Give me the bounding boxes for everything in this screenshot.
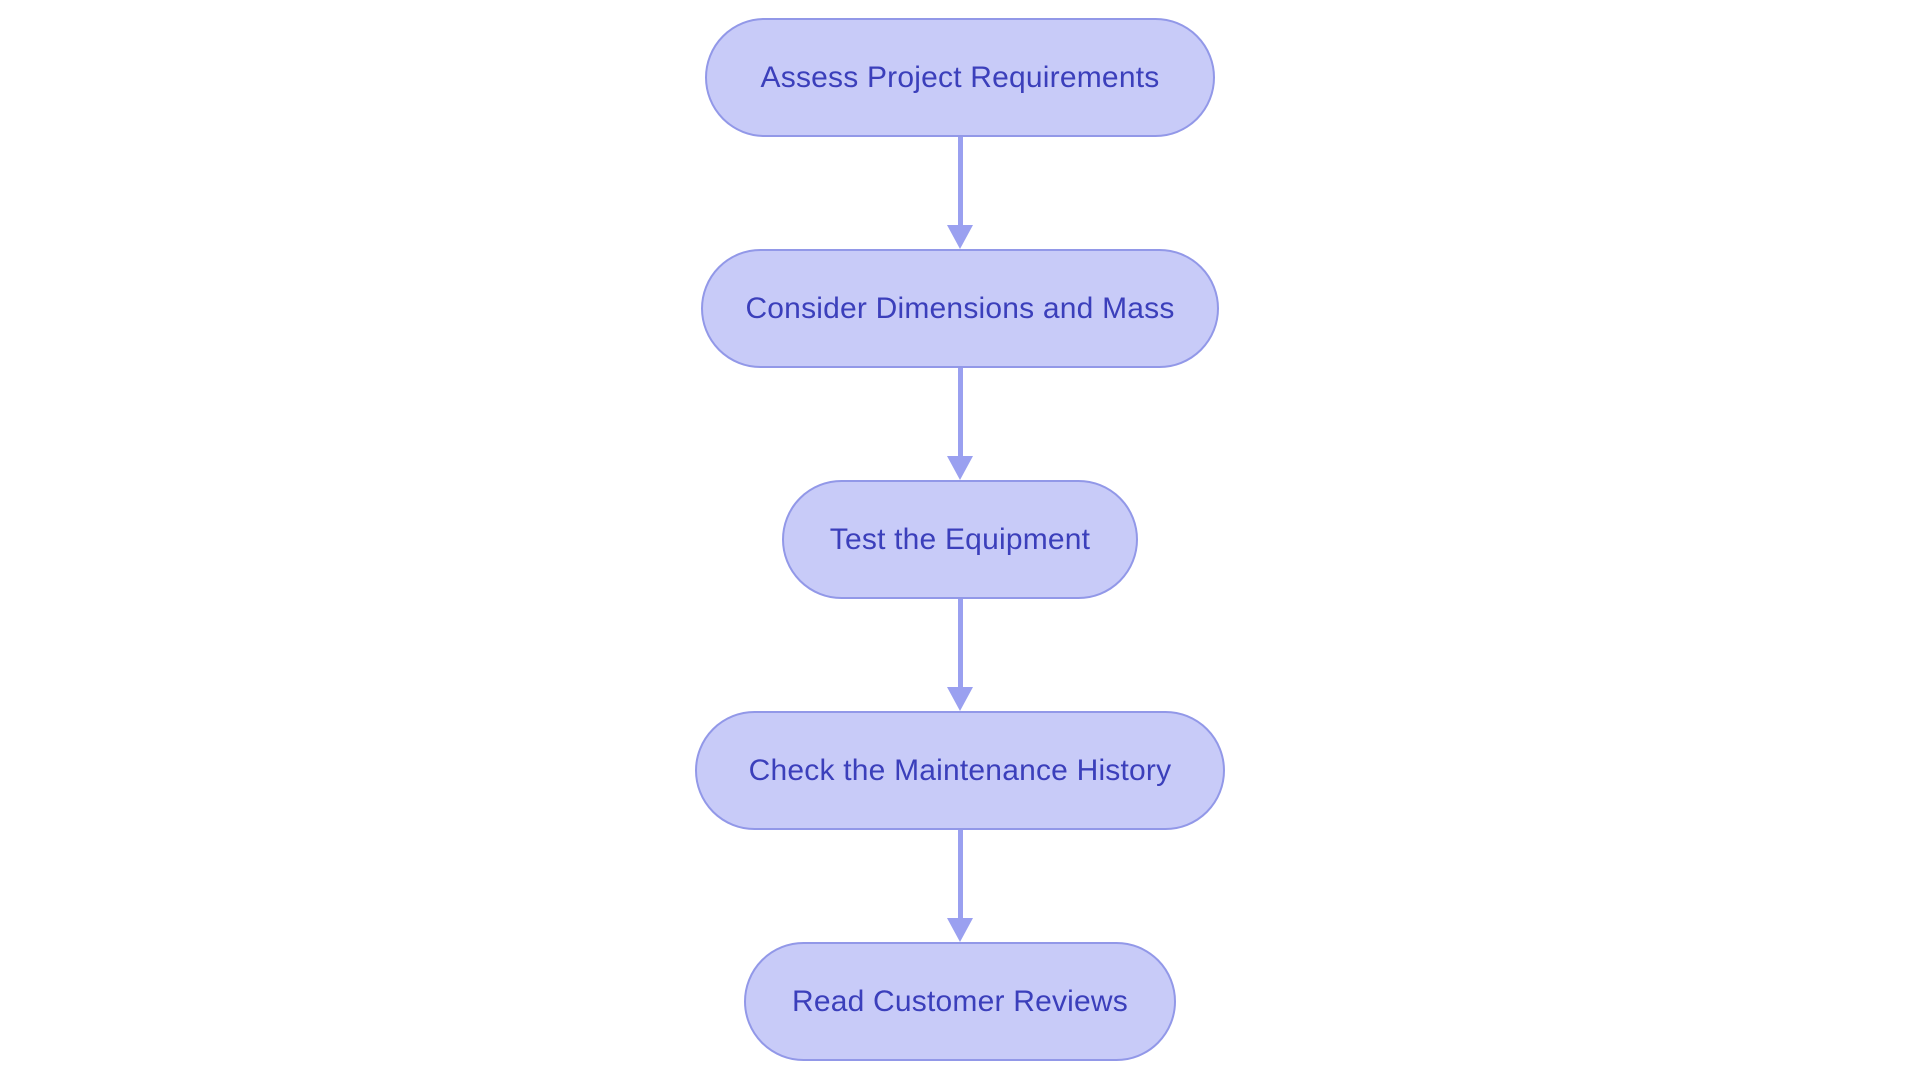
flow-node-read-customer-reviews: Read Customer Reviews [744,942,1176,1061]
arrow-down-icon [947,687,973,711]
flow-node-label: Read Customer Reviews [792,984,1128,1018]
flow-node-label: Assess Project Requirements [760,60,1160,94]
arrow-line [957,599,963,687]
flow-node-test-the-equipment: Test the Equipment [782,480,1138,599]
flow-edge-n1-n2 [945,137,975,249]
flow-node-check-the-maintenance-history: Check the Maintenance History [695,711,1225,830]
arrow-down-icon [947,456,973,480]
flow-edge-n2-n3 [945,368,975,480]
arrow-down-icon [947,225,973,249]
arrow-line [957,137,963,225]
arrow-line [957,830,963,918]
flow-node-label: Test the Equipment [829,522,1091,556]
flow-node-label: Check the Maintenance History [748,753,1172,787]
arrow-line [957,368,963,456]
arrow-down-icon [947,918,973,942]
flow-edge-n3-n4 [945,599,975,711]
flow-node-consider-dimensions-and-mass: Consider Dimensions and Mass [701,249,1219,368]
flow-node-assess-project-requirements: Assess Project Requirements [705,18,1215,137]
flowchart: Assess Project Requirements Consider Dim… [0,18,1920,1061]
flow-edge-n4-n5 [945,830,975,942]
flow-node-label: Consider Dimensions and Mass [745,291,1175,325]
